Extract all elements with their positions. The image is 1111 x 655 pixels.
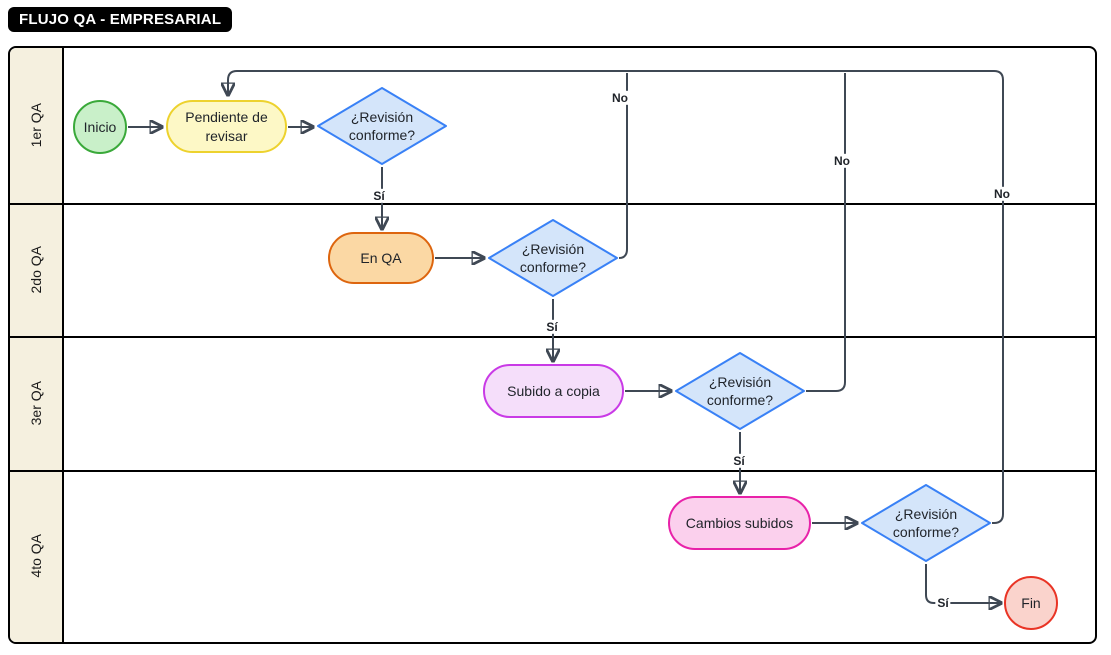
lane-divider: [10, 470, 1095, 472]
start-node-inicio: Inicio: [73, 100, 127, 154]
edge-label-no-1: No: [610, 90, 630, 106]
process-node-cambios-subidos: Cambios subidos: [668, 496, 811, 550]
end-node-label: Fin: [1021, 594, 1041, 611]
end-node-fin: Fin: [1004, 576, 1058, 630]
process-node-pendiente-de-revisar: Pendiente de revisar: [166, 100, 287, 153]
decision-node-label: ¿Revisión conforme?: [892, 505, 960, 540]
decision-node-label: ¿Revisión conforme?: [348, 108, 416, 143]
lane-header-column: [10, 48, 64, 642]
lane-label-3er-qa: 3er QA: [28, 380, 44, 426]
edge-label-si-1: Sí: [371, 188, 387, 204]
decision-node-4: ¿Revisión conforme?: [860, 483, 992, 563]
decision-node-2: ¿Revisión conforme?: [487, 218, 619, 298]
process-node-subido-a-copia: Subido a copia: [483, 364, 624, 418]
decision-node-label: ¿Revisión conforme?: [519, 240, 587, 275]
process-node-label: Cambios subidos: [685, 514, 794, 531]
edge-label-si-3: Sí: [731, 453, 747, 469]
lane-label-2do-qa: 2do QA: [28, 245, 44, 294]
lane-divider: [10, 203, 1095, 205]
decision-node-label: ¿Revisión conforme?: [706, 373, 774, 408]
lane-label-1er-qa: 1er QA: [28, 103, 44, 148]
process-node-en-qa: En QA: [328, 232, 434, 284]
decision-node-1: ¿Revisión conforme?: [316, 86, 448, 166]
lane-label-4to-qa: 4to QA: [28, 534, 44, 578]
start-node-label: Inicio: [83, 118, 117, 135]
process-node-label: Pendiente de revisar: [185, 109, 268, 144]
decision-node-3: ¿Revisión conforme?: [674, 351, 806, 431]
diagram-title: FLUJO QA - EMPRESARIAL: [8, 7, 233, 32]
edge-label-no-2: No: [832, 153, 852, 169]
lane-divider: [10, 336, 1095, 338]
edge-label-no-3: No: [992, 186, 1012, 202]
process-node-label: Subido a copia: [507, 382, 600, 399]
edge-label-si-4: Sí: [935, 595, 951, 611]
edge-label-si-2: Sí: [544, 319, 560, 335]
process-node-label: En QA: [360, 249, 402, 266]
